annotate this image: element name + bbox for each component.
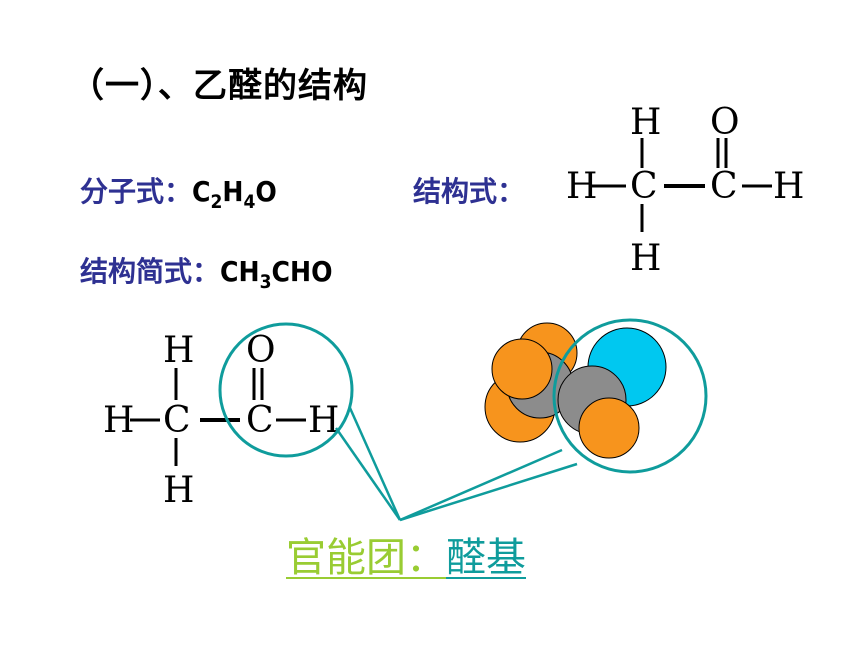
atom-c: C [163,400,191,441]
atom-c: C [246,400,274,441]
atom-c: C [710,166,738,207]
callout-circle-right [552,318,708,474]
callout-pointer [334,407,578,522]
functional-group-value: 醛基 [446,535,526,581]
structural-formula-label: 结构式： [413,175,526,208]
condensed-formula-label: 结构简式： [80,255,221,288]
atom-c: C [630,166,658,207]
structural-formula-diagram-lower: H O H C C H H [103,330,339,511]
structural-formula-diagram: H O H C C H H [566,102,804,279]
atom-h: H [630,102,661,143]
condensed-formula-row: 结构简式：CH3CHO [80,250,332,293]
atom-h: H [773,166,804,207]
atom-h: H [163,330,194,371]
molecular-formula-value: C2H4O [192,175,277,213]
atom-h: H [103,400,134,441]
atom-o: O [710,102,740,143]
atom-h: H [630,238,661,279]
space-filling-model [484,322,667,459]
page-title: （一）、乙醛的结构 [70,66,368,106]
atom-h: H [163,470,194,511]
molecular-formula-row: 分子式：C2H4O [80,170,277,213]
callout-circle-left [218,322,354,458]
functional-group-row: 官能团：醛基 [286,525,526,583]
functional-group-label: 官能团： [286,535,446,581]
molecular-formula-label: 分子式： [80,175,193,208]
atom-o: O [246,330,276,371]
hydrogen-atom [491,338,553,400]
condensed-formula-value: CH3CHO [220,255,333,293]
hydrogen-atom [578,397,640,459]
